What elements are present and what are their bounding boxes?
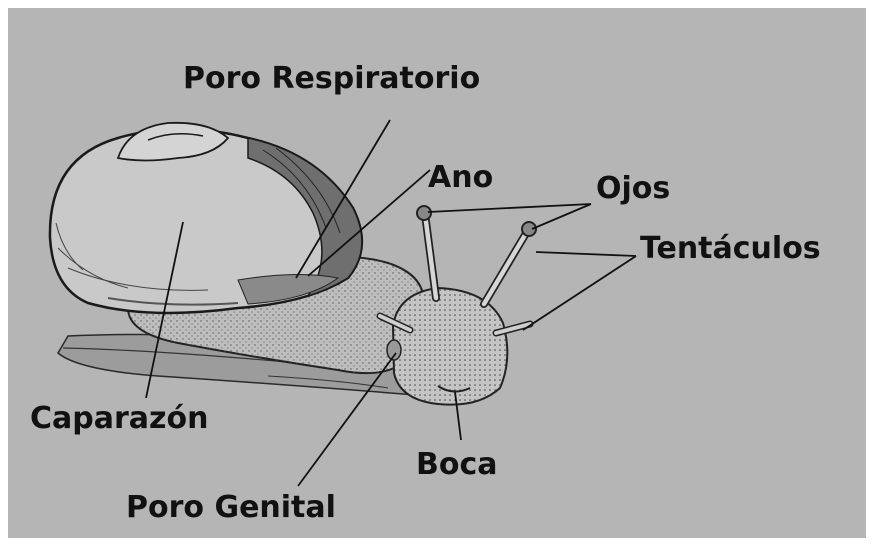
label-ojos: Ojos xyxy=(596,174,670,204)
label-ano: Ano xyxy=(428,163,493,193)
snail-head xyxy=(380,288,530,405)
label-boca: Boca xyxy=(416,450,498,480)
pointer-tentaculos-1 xyxy=(536,252,636,256)
label-tentaculos: Tentáculos xyxy=(640,234,821,264)
pointer-ojos-2 xyxy=(532,204,591,229)
label-caparazon: Caparazón xyxy=(30,404,208,434)
pointer-ojos-1 xyxy=(428,204,591,212)
label-poro-respiratorio: Poro Respiratorio xyxy=(183,64,480,94)
diagram-frame: Poro Respiratorio Ano Ojos Tentáculos Ca… xyxy=(8,8,866,538)
label-poro-genital: Poro Genital xyxy=(126,493,336,523)
eye-stalks xyxy=(417,206,536,304)
pointer-tentaculos-2 xyxy=(523,256,636,330)
snail-shell xyxy=(50,123,362,313)
